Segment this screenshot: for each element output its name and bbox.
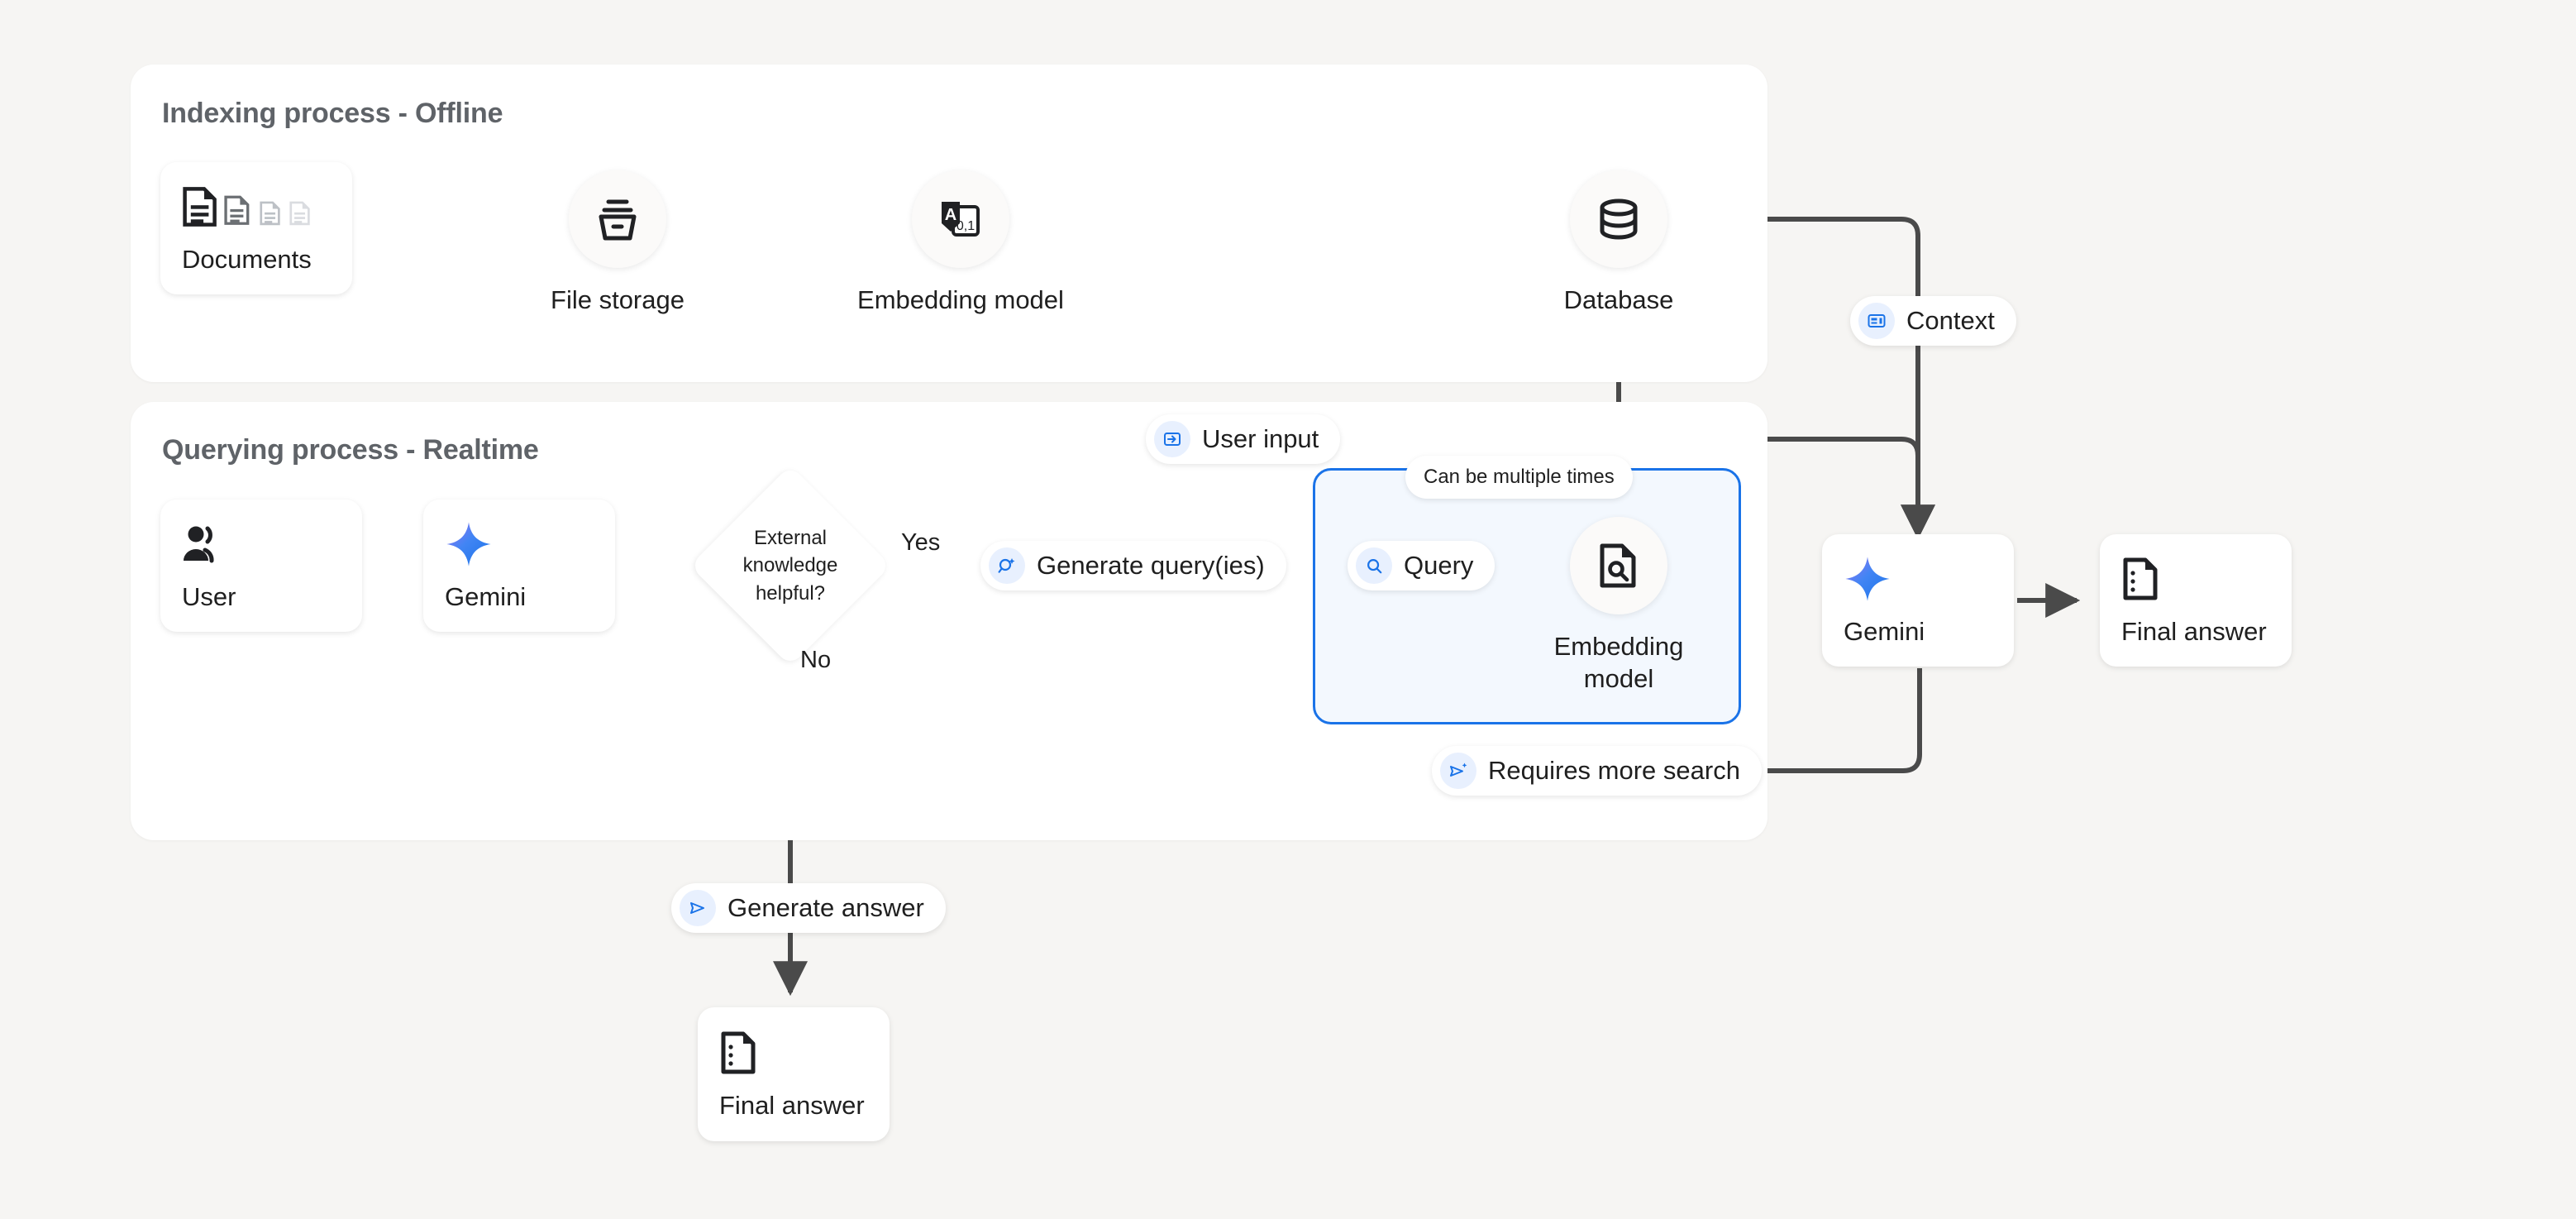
decision-line-1: External (753, 526, 828, 549)
querying-panel-title: Querying process - Realtime (162, 434, 539, 466)
database-icon (1570, 170, 1667, 268)
document-search-icon (1570, 517, 1667, 614)
generate-answer-chip[interactable]: Generate answer (671, 883, 946, 933)
query-chip[interactable]: Query (1348, 541, 1496, 590)
embedding-model-label-indexing: Embedding model (857, 285, 1064, 314)
database-label: Database (1563, 285, 1674, 314)
svg-text:A: A (945, 206, 956, 224)
gemini-right-card[interactable]: Gemini (1822, 534, 2014, 667)
send-sparkle-icon (1440, 753, 1476, 789)
context-card-icon (1858, 303, 1895, 339)
gemini-right-label: Gemini (1844, 617, 1925, 647)
final-answer-icon (2121, 554, 2270, 604)
file-storage-node[interactable]: File storage (551, 170, 718, 317)
no-label: No (800, 647, 832, 673)
login-input-icon (1154, 421, 1190, 457)
indexing-panel-title: Indexing process - Offline (162, 98, 503, 129)
embedding-loop-line-1: Embedding (1553, 632, 1684, 661)
loop-note-label: Can be multiple times (1424, 466, 1615, 488)
generate-queries-label: Generate query(ies) (1037, 551, 1265, 580)
database-node[interactable]: Database (1564, 170, 1717, 317)
user-icon (182, 519, 341, 569)
embedding-model-node-indexing[interactable]: 0,1 A Embedding model (857, 170, 1088, 317)
decision-line-2: knowledge (742, 554, 838, 577)
requires-more-search-label: Requires more search (1488, 756, 1740, 785)
documents-icon (182, 182, 331, 232)
decision-line-3: helpful? (755, 581, 826, 605)
final-answer-right-card[interactable]: Final answer (2100, 534, 2292, 667)
send-icon (680, 890, 716, 926)
generate-queries-chip[interactable]: Generate query(ies) (980, 541, 1286, 590)
yes-label: Yes (901, 529, 941, 556)
gemini-sparkle-icon (1844, 554, 1992, 604)
user-label: User (182, 582, 236, 612)
embedding-loop-line-2: model (1583, 663, 1654, 693)
search-sparkle-icon (989, 547, 1025, 584)
embedding-model-icon: 0,1 A (912, 170, 1009, 268)
context-label: Context (1906, 306, 1995, 335)
final-answer-bottom-label: Final answer (719, 1091, 865, 1121)
gemini-left-label: Gemini (445, 582, 527, 612)
final-answer-right-label: Final answer (2121, 617, 2267, 647)
file-storage-label: File storage (551, 285, 685, 314)
decision-node[interactable]: External knowledge helpful? (689, 465, 891, 667)
search-icon (1356, 547, 1392, 584)
user-input-label: User input (1202, 424, 1319, 453)
generate-answer-label: Generate answer (727, 893, 924, 922)
context-chip[interactable]: Context (1850, 296, 2016, 346)
documents-label: Documents (182, 245, 312, 275)
final-answer-icon (719, 1028, 868, 1078)
embedding-model-node-loop[interactable]: Embedding model (1554, 517, 1693, 696)
gemini-left-card[interactable]: Gemini (423, 500, 615, 632)
gemini-sparkle-icon (445, 519, 594, 569)
loop-note-chip: Can be multiple times (1405, 456, 1633, 499)
svg-text:0,1: 0,1 (956, 219, 975, 233)
decision-text: External knowledge helpful? (719, 495, 861, 637)
retrieval-loop-box (1313, 468, 1741, 724)
documents-card[interactable]: Documents (160, 162, 352, 294)
final-answer-bottom-card[interactable]: Final answer (698, 1007, 890, 1141)
user-input-chip[interactable]: User input (1146, 414, 1341, 464)
query-label: Query (1404, 551, 1474, 580)
file-storage-icon (569, 170, 666, 268)
user-card[interactable]: User (160, 500, 362, 632)
embedding-model-label-loop: Embedding model (1544, 631, 1693, 696)
requires-more-search-chip[interactable]: Requires more search (1432, 746, 1762, 796)
